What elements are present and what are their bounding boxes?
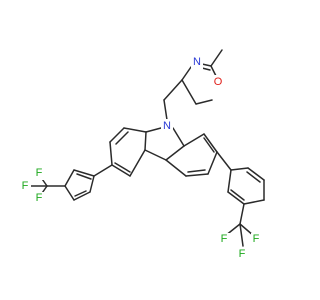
bond: [144, 131, 147, 151]
fluorine-label: F: [239, 248, 246, 260]
bond: [246, 171, 261, 183]
bond: [163, 79, 183, 101]
bond: [64, 185, 75, 201]
bond: [239, 203, 245, 225]
bond: [181, 66, 192, 81]
bond: [201, 67, 211, 71]
bond: [144, 149, 167, 161]
bond: [227, 191, 245, 205]
bond: [123, 127, 147, 133]
bond: [74, 190, 87, 197]
bond: [165, 159, 187, 177]
bond: [203, 137, 215, 153]
bond: [181, 79, 197, 105]
bond: [114, 162, 131, 173]
bond: [73, 191, 91, 201]
bond: [115, 131, 129, 145]
bond: [187, 169, 206, 173]
oxazoline-nitrogen-label: N: [193, 56, 201, 68]
bond: [243, 199, 265, 205]
bond: [185, 173, 209, 177]
bond: [109, 141, 113, 166]
bond: [89, 175, 95, 193]
fluorine-label: F: [36, 192, 43, 204]
fluorine-label: F: [22, 180, 29, 192]
atom-labels: N O N F F F F F F: [20, 55, 262, 260]
bond: [239, 223, 244, 247]
structure-canvas: N O N F F F F F F: [20, 49, 265, 260]
bond: [109, 127, 125, 143]
bond: [230, 189, 245, 201]
bond: [163, 99, 168, 121]
bond: [111, 164, 131, 177]
bond: [227, 169, 232, 193]
bond: [145, 127, 162, 133]
bond: [230, 167, 249, 171]
bond: [129, 149, 146, 177]
fluorine-label: F: [253, 233, 260, 245]
bond: [76, 173, 92, 180]
bond: [64, 169, 75, 187]
bond: [195, 99, 213, 105]
bond: [210, 49, 223, 67]
bond: [216, 151, 232, 171]
bond: [247, 167, 265, 181]
bond: [73, 169, 95, 177]
bond: [93, 164, 113, 177]
bond-lines: [29, 49, 265, 247]
bond: [201, 63, 212, 67]
bond: [183, 133, 205, 147]
oxazoline-oxygen-label: O: [214, 76, 223, 88]
fluorine-label: F: [36, 167, 43, 179]
bond: [172, 127, 185, 147]
bond: [207, 151, 218, 175]
molecule-drawing: N O N F F F F F F: [20, 49, 265, 260]
carbazole-nitrogen-label: N: [163, 120, 171, 132]
bond: [203, 133, 218, 153]
fluorine-label: F: [221, 233, 228, 245]
bond: [165, 145, 185, 161]
